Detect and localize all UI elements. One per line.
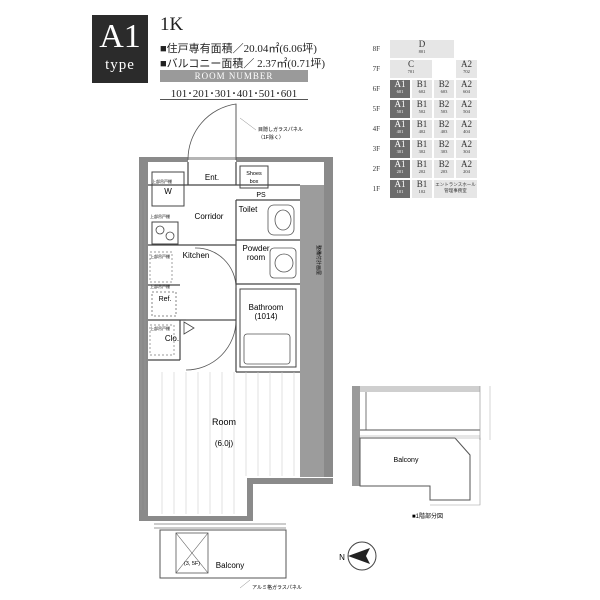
type-code: A1 — [99, 18, 141, 55]
label-kitchen: Kitchen — [183, 251, 210, 260]
label-bathroom: Bathroom — [249, 303, 284, 312]
floor-label-8f: 8F — [372, 45, 380, 53]
label-ref: Ref. — [159, 296, 172, 303]
label-bath-size: (1014) — [254, 312, 277, 321]
floor-label-6f: 6F — [372, 85, 380, 93]
label-shoes: Shoes — [246, 171, 262, 177]
bathroom-outline — [239, 288, 297, 368]
label-shelf: 上部吊戸棚 — [152, 178, 172, 184]
label-partial-note: ■1階部分図 — [412, 512, 443, 520]
floor-label-7f: 7F — [372, 65, 380, 73]
floor-label-2f: 2F — [372, 165, 380, 173]
floor-label-3f: 3F — [372, 145, 380, 153]
partial-1f-view — [352, 386, 491, 506]
balcony-outline — [159, 529, 287, 579]
ref-space — [151, 291, 177, 317]
wall-core — [300, 185, 324, 477]
upper-cabinets — [149, 251, 175, 356]
left-window — [140, 200, 146, 510]
label-powder: Powder — [242, 244, 269, 253]
label-corridor: Corridor — [195, 212, 224, 221]
label-powder-room: room — [247, 253, 266, 262]
shoes-box — [239, 165, 269, 189]
compass-label: N — [339, 553, 345, 562]
entrance-door — [187, 103, 237, 161]
balcony-area: ■バルコニー面積／ 2.37㎡(0.71坪) — [160, 58, 325, 70]
room-number-rule — [160, 99, 308, 100]
room-flooring — [161, 372, 295, 514]
label-glass-note-2: （1F除く） — [258, 134, 284, 141]
label-balcony-note: アルミ格ガラスパネル — [252, 584, 302, 591]
label-clo: Clo. — [165, 334, 179, 343]
label-balcony: Balcony — [216, 561, 244, 570]
label-shelf: 上部吊戸棚 — [150, 325, 170, 331]
closet-door — [185, 319, 237, 371]
label-room: Room — [212, 417, 236, 427]
layout-name: 1K — [160, 14, 184, 35]
floor-label-1f: 1F — [372, 185, 380, 193]
bathtub — [243, 333, 291, 365]
toilet-fixture — [267, 204, 295, 236]
label-shelf: 上部吊戸棚 — [150, 253, 170, 259]
label-glass-note: 目隠しガラスパネル — [258, 126, 303, 133]
label-washer: W — [164, 187, 172, 196]
balcony-hatch — [175, 532, 209, 574]
washbasin — [269, 247, 297, 279]
label-balcony-size: (3, 5F) — [184, 561, 200, 567]
type-badge: A1 type — [92, 15, 148, 83]
label-ent: Ent. — [205, 173, 219, 182]
floor-label-5f: 5F — [372, 105, 380, 113]
washer-pan — [151, 171, 185, 207]
room-number-label: ROOM NUMBER — [160, 70, 308, 82]
floor-label-4f: 4F — [372, 125, 380, 133]
label-side-note: 整備付計画屋 — [315, 245, 322, 275]
entrance-cell: エントランスホール管理事務室 — [434, 180, 477, 198]
type-word: type — [105, 57, 135, 73]
kitchen-door — [194, 247, 237, 289]
label-shelf: 上部吊戸棚 — [150, 213, 170, 219]
unit-area: ■住戸専有面積／20.04㎡(6.06坪) — [160, 43, 317, 55]
label-ps: PS — [256, 192, 266, 199]
label-room-size: (6.0j) — [215, 439, 234, 448]
room-number-list: 101･201･301･401･501･601 — [170, 88, 298, 100]
stove — [151, 221, 179, 245]
label-box: box — [250, 179, 259, 185]
label-toilet: Toilet — [239, 205, 258, 214]
north-compass-icon — [347, 541, 377, 571]
label-shelf: 上部吊戸棚 — [150, 283, 170, 289]
label-partial-balcony: Balcony — [394, 457, 419, 464]
